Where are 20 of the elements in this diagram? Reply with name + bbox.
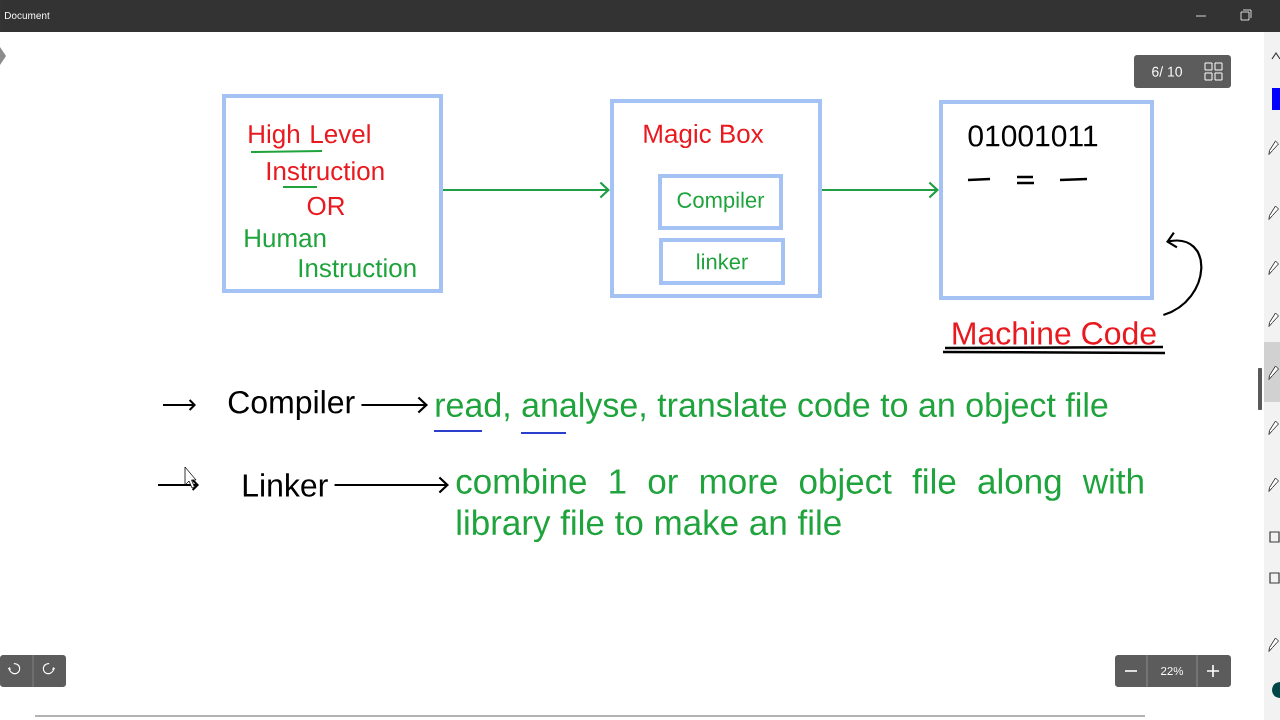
box-text: Human Instruction (245, 229, 416, 278)
compiler-box: Compiler (658, 174, 783, 230)
arrow (361, 396, 428, 414)
arrow (822, 181, 939, 199)
term-text: Linker (243, 473, 328, 497)
linker-box: linker (659, 238, 785, 285)
definition-text: combine 1 or more object file along with library file to make an file (456, 468, 1143, 543)
page-counter: 6/ 10 (1134, 55, 1231, 88)
box-heading: High Level Instruction (249, 124, 384, 188)
window-title: Document (5, 12, 50, 19)
arrow (334, 476, 449, 494)
box-text: OR (307, 196, 345, 216)
binary-digits: 01001011 (968, 125, 1098, 147)
zoom-control: 22% (1115, 655, 1231, 687)
term-text: Compiler (228, 390, 355, 420)
arrow (443, 181, 610, 199)
curved-arrow (1162, 232, 1203, 317)
definition-text: read, analyse, translate code to an object file (436, 392, 1108, 424)
caption-text: Machine Code (953, 321, 1156, 345)
box-heading: Magic Box (644, 123, 764, 149)
